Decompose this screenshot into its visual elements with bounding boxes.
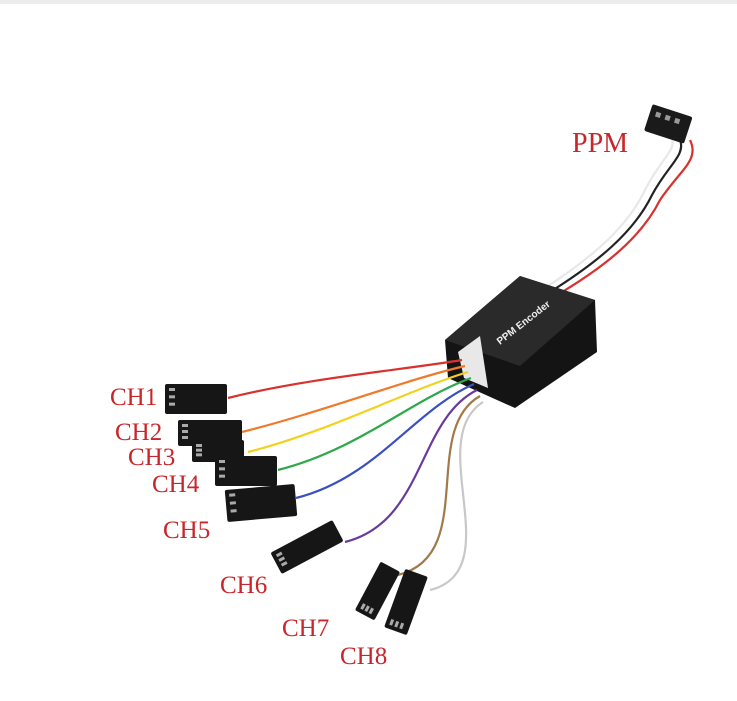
ch1-wire (227, 358, 463, 400)
ch4-label: CH4 (152, 471, 200, 498)
ch1-connector (165, 384, 227, 414)
ch8-connector (384, 569, 428, 635)
ch8-label: CH8 (340, 643, 388, 670)
ch5-label: CH5 (163, 517, 211, 544)
ch6-connector (271, 520, 343, 574)
ch4-connector (215, 456, 277, 486)
top-border (0, 0, 737, 4)
ch3-wire (247, 370, 469, 454)
ch4-wire (277, 376, 472, 472)
ppm-label: PPM (572, 128, 629, 159)
ch7-label: CH7 (282, 615, 330, 642)
ch7-connector (355, 562, 400, 620)
ch5-connector (224, 484, 298, 522)
channel-wires (227, 358, 484, 592)
ppm-encoder-module: PPM Encoder (445, 276, 597, 408)
ppm-connector (644, 104, 693, 144)
ch2-connector (178, 420, 242, 446)
ch6-wire (344, 389, 478, 544)
ch5-wire (295, 382, 475, 500)
ch2-label: CH2 (115, 419, 163, 446)
channel-connectors (165, 384, 428, 635)
ch7-wire (397, 395, 481, 577)
ch2-wire (241, 364, 466, 434)
ch3-label: CH3 (128, 444, 176, 471)
ppm-output-cable (547, 139, 694, 299)
ch8-wire (429, 401, 484, 592)
ch6-label: CH6 (220, 572, 268, 599)
ch1-label: CH1 (110, 384, 158, 411)
